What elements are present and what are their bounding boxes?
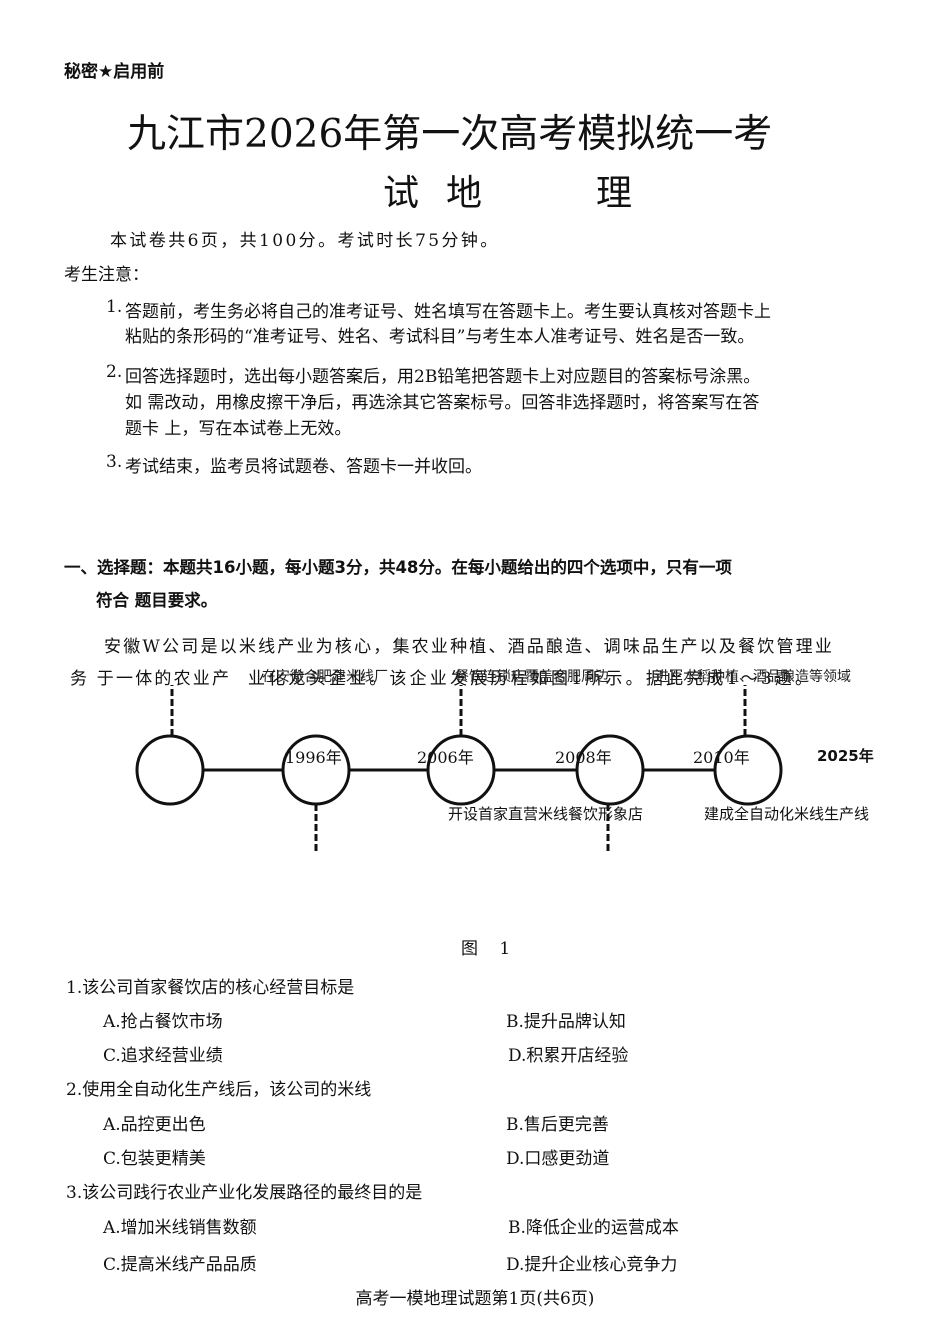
subtitle-part-3: 理 <box>596 173 633 214</box>
question-1-option-c[interactable]: C.追求经营业绩 <box>103 1046 223 1066</box>
question-3-option-a[interactable]: A.增加米线销售数额 <box>103 1218 257 1238</box>
question-3-stem: 3.该公司践行农业产业化发展路径的最终目的是 <box>66 1183 423 1203</box>
subtitle-part-1: 试 <box>383 173 420 214</box>
question-2-option-a[interactable]: A.品控更出色 <box>103 1115 206 1135</box>
timeline-year-2010: 2010年 <box>693 748 750 767</box>
notice-1-line-2: 粘贴的条形码的“准考证号、姓名、考试科目”与考生本人准考证号、姓名是否一致。 <box>125 327 755 347</box>
question-3-option-c[interactable]: C.提高米线产品品质 <box>103 1255 257 1275</box>
notice-1-line-1: 答题前，考生务必将自己的准考证号、姓名填写在答题卡上。考生要认真核对答题卡上 <box>125 302 771 322</box>
confidential-label: 秘密★启用前 <box>64 62 165 82</box>
question-2-option-c[interactable]: C.包装更精美 <box>103 1149 206 1169</box>
notice-3-line-1: 考试结束，监考员将试题卷、答题卡一并收回。 <box>125 457 482 477</box>
question-1-option-b[interactable]: B.提升品牌认知 <box>506 1012 626 1032</box>
exam-summary: 本试卷共6页，共100分。考试时长75分钟。 <box>110 231 500 251</box>
notice-2-line-1: 回答选择题时，选出每小题答案后，用2B铅笔把答题卡上对应题目的答案标号涂黑。 <box>125 367 761 387</box>
question-2-option-b[interactable]: B.售后更完善 <box>506 1115 609 1135</box>
timeline-label-hefei-factory: 在安徽合肥建米线厂 <box>262 669 388 685</box>
timeline-label-expansion: 进军水稻种植、酒品酿造等领域 <box>655 669 851 685</box>
notice-title: 考生注意： <box>64 265 149 285</box>
question-2-option-d[interactable]: D.口感更劲道 <box>506 1149 610 1169</box>
notice-2-number: 2. <box>106 362 123 382</box>
timeline-year-2025: 2025年 <box>817 747 874 765</box>
passage-line-2-start: 务 于一体的农业产 <box>70 669 232 689</box>
notice-2-line-3: 题卡 上，写在本试卷上无效。 <box>125 419 352 439</box>
question-3-option-d[interactable]: D.提升企业核心竞争力 <box>506 1255 678 1275</box>
question-3-option-b[interactable]: B.降低企业的运营成本 <box>508 1218 679 1238</box>
notice-1-number: 1. <box>106 297 123 317</box>
question-2-stem: 2.使用全自动化生产线后，该公司的米线 <box>66 1080 372 1100</box>
page-footer: 高考一模地理试题第1页(共6页) <box>355 1289 595 1309</box>
question-1-option-d[interactable]: D.积累开店经验 <box>508 1046 629 1066</box>
exam-title: 九江市2026年第一次高考模拟统一考 <box>127 112 773 157</box>
timeline-year-2006: 2006年 <box>417 748 474 767</box>
notice-3-number: 3. <box>106 452 123 472</box>
figure-caption: 图 1 <box>461 939 519 959</box>
passage-line-2-rest: 业化龙头企业。该企业发展历程如图1所示。据此完成1～3题。 <box>248 669 816 689</box>
timeline-label-first-store: 开设首家直营米线餐饮形象店 <box>448 805 644 823</box>
subtitle-part-2: 地 <box>446 173 483 214</box>
passage-line-1: 安徽W公司是以米线产业为核心，集农业种植、酒品酿造、调味品生产以及餐饮管理业 <box>104 637 835 657</box>
question-1-option-a[interactable]: A.抢占餐饮市场 <box>103 1012 223 1032</box>
timeline-label-automated-line: 建成全自动化米线生产线 <box>704 805 870 823</box>
timeline-year-1996: 1996年 <box>285 748 342 767</box>
section-heading-line-1: 一、选择题：本题共16小题，每小题3分，共48分。在每小题给出的四个选项中，只有… <box>64 558 732 577</box>
question-1-stem: 1.该公司首家餐饮店的核心经营目标是 <box>66 978 355 998</box>
timeline-label-chain-stores: 餐饮连锁店覆盖合肥周边 <box>455 669 609 685</box>
section-heading-line-2: 符合 题目要求。 <box>96 591 218 610</box>
timeline-year-2008: 2008年 <box>555 748 612 767</box>
notice-2-line-2: 如 需改动，用橡皮擦干净后，再选涂其它答案标号。回答非选择题时，将答案写在答 <box>125 393 760 413</box>
